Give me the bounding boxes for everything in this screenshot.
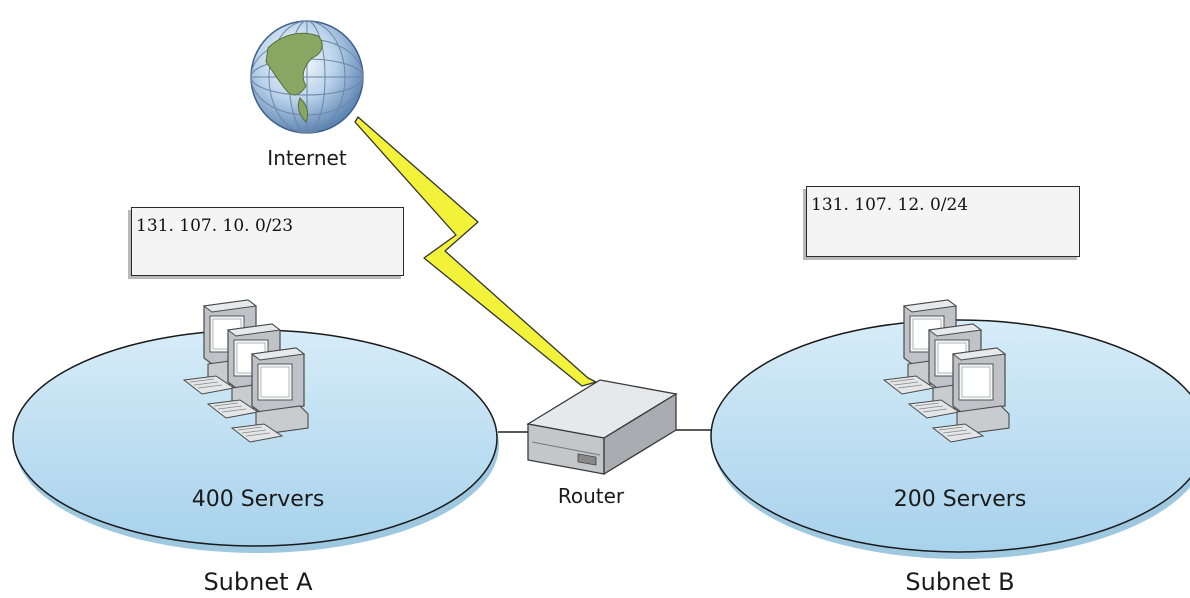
subnet-a-name: Subnet A <box>203 568 313 596</box>
router-icon <box>526 379 678 476</box>
subnet-a-servers-label: 400 Servers <box>191 487 325 512</box>
lightning-bolt-icon <box>354 116 597 387</box>
subnet-a-address: 131. 107. 10. 0/23 <box>136 216 294 236</box>
router-label: Router <box>557 484 625 508</box>
subnet-b-address-box: 131. 107. 12. 0/24 <box>806 186 1080 257</box>
globe-icon <box>250 20 364 134</box>
subnet-b-name: Subnet B <box>905 568 1015 596</box>
internet-label: Internet <box>267 146 347 170</box>
subnet-b-address: 131. 107. 12. 0/24 <box>811 195 969 215</box>
subnet-a-address-box: 131. 107. 10. 0/23 <box>131 207 404 276</box>
subnet-b-servers-label: 200 Servers <box>893 487 1027 512</box>
